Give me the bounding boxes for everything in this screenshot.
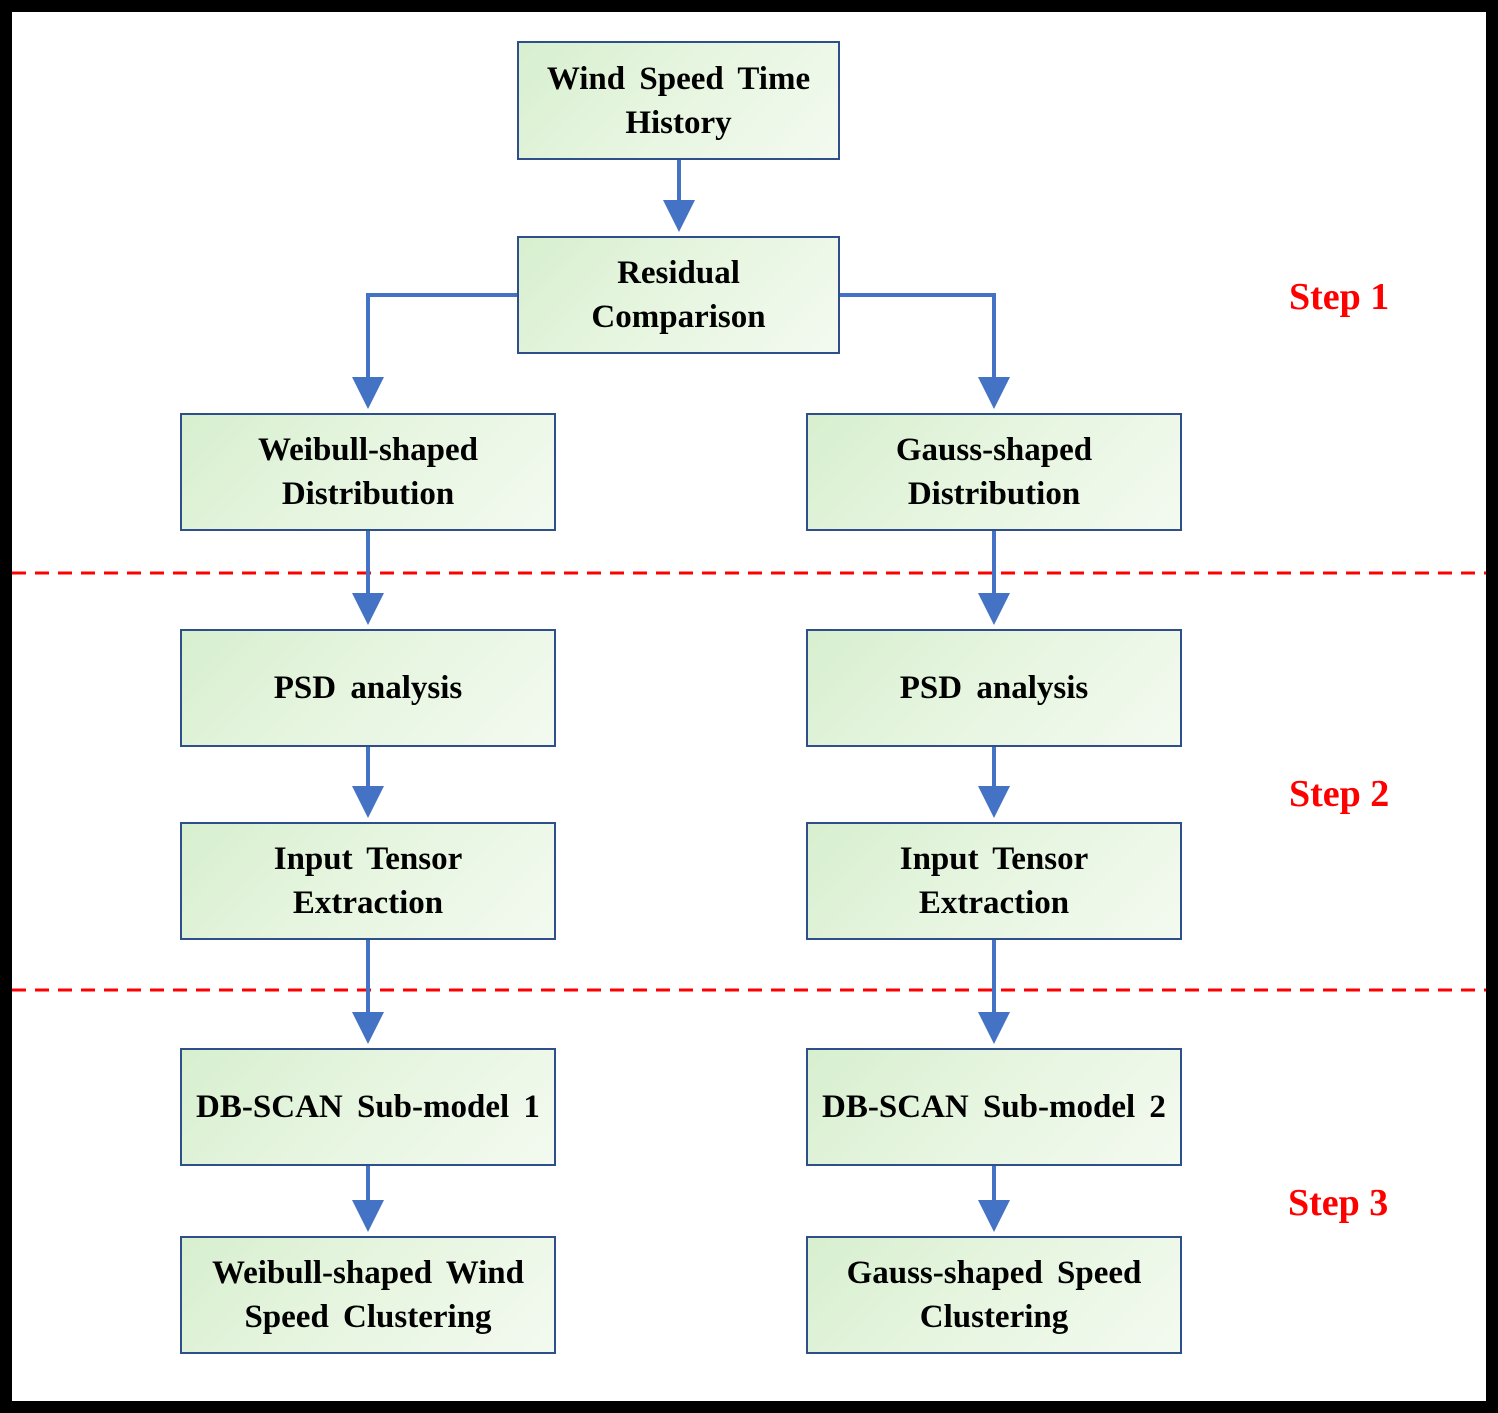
node-dbscan-left-label: DB-SCAN Sub-model 1 [196,1089,540,1125]
node-tensor-right: Input Tensor Extraction [806,822,1182,940]
arrow-residual-to-gauss [840,293,1010,409]
node-dbscan-right: DB-SCAN Sub-model 2 [806,1048,1182,1166]
step-3-label: Step 3 [1288,1182,1389,1224]
node-weibull-distribution-label: Weibull-shaped Distribution [257,432,479,512]
node-tensor-right-label: Input Tensor Extraction [899,841,1089,921]
node-dbscan-left: DB-SCAN Sub-model 1 [180,1048,556,1166]
node-gauss-distribution: Gauss-shaped Distribution [806,413,1182,531]
node-weibull-distribution: Weibull-shaped Distribution [180,413,556,531]
step-1-label: Step 1 [1289,276,1390,318]
node-tensor-left-label: Input Tensor Extraction [273,841,463,921]
step-2-label: Step 2 [1289,773,1390,815]
node-cluster-right: Gauss-shaped Speed Clustering [806,1236,1182,1354]
node-cluster-left: Weibull-shaped Wind Speed Clustering [180,1236,556,1354]
node-cluster-right-label: Gauss-shaped Speed Clustering [846,1255,1142,1335]
node-wind-speed-time-history-label: Wind Speed Time History [546,60,811,141]
node-wind-speed-time-history: Wind Speed Time History [517,41,840,160]
node-dbscan-right-label: DB-SCAN Sub-model 2 [822,1089,1166,1125]
node-residual-comparison-label: Residual Comparison [591,255,766,335]
node-psd-left-label: PSD analysis [273,670,463,706]
node-psd-left: PSD analysis [180,629,556,747]
node-gauss-distribution-label: Gauss-shaped Distribution [895,432,1093,512]
node-cluster-left-label: Weibull-shaped Wind Speed Clustering [211,1255,524,1335]
node-psd-right-label: PSD analysis [899,670,1089,706]
node-psd-right: PSD analysis [806,629,1182,747]
node-tensor-left: Input Tensor Extraction [180,822,556,940]
node-residual-comparison: Residual Comparison [517,236,840,354]
arrow-residual-to-weibull [352,293,517,409]
